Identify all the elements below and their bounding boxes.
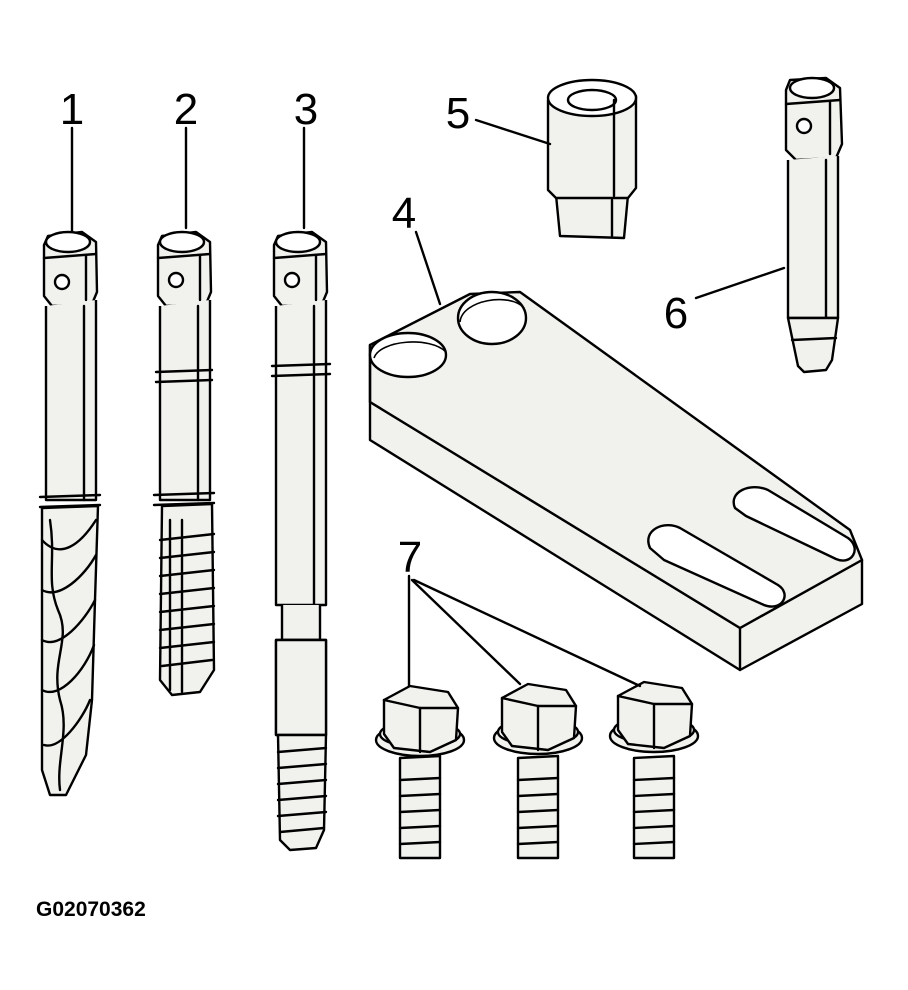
callout-1: 1 xyxy=(60,85,84,134)
bolt-2 xyxy=(492,682,584,860)
driver-pin xyxy=(784,76,844,374)
callout-5: 5 xyxy=(446,89,470,138)
bolt-1 xyxy=(374,684,466,860)
figure-code: G02070362 xyxy=(36,898,146,921)
bolt-3 xyxy=(608,680,700,860)
guide-plate xyxy=(368,290,864,672)
tap xyxy=(152,230,216,697)
callout-6: 6 xyxy=(664,289,688,338)
drill-bit xyxy=(38,230,102,797)
callout-2: 2 xyxy=(174,85,198,134)
callout-3: 3 xyxy=(294,85,318,134)
callout-4: 4 xyxy=(392,189,416,238)
leader-lines xyxy=(70,118,786,688)
sleeve-socket xyxy=(546,78,638,240)
callout-7: 7 xyxy=(398,533,422,582)
extractor xyxy=(270,230,332,852)
